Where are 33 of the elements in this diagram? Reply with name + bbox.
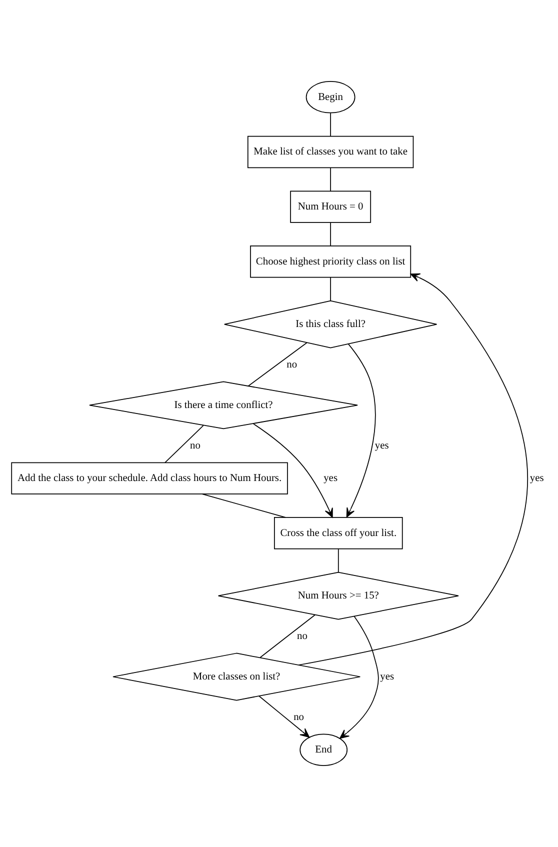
connector xyxy=(330,277,331,302)
node-box: Num Hours = 0 xyxy=(290,190,372,223)
node-box: Make list of classes you want to take xyxy=(247,136,414,168)
connector xyxy=(164,425,204,463)
node-diamond: More classes on list? xyxy=(112,652,361,701)
node-diamond: Is this class full? xyxy=(224,300,438,348)
node-diamond: Num Hours >= 15? xyxy=(218,572,459,620)
node-ellipse: End xyxy=(300,734,348,766)
arrow xyxy=(252,423,333,518)
connector xyxy=(260,614,316,658)
arrow xyxy=(298,273,528,666)
edge-label: no xyxy=(286,359,298,370)
edge-label: yes xyxy=(324,473,338,484)
edge-label: no xyxy=(294,712,304,723)
arrow xyxy=(339,616,379,739)
node-box: Cross the class off your list. xyxy=(274,517,403,550)
node-ellipse: Begin xyxy=(306,81,356,114)
edge-label: no xyxy=(297,630,308,642)
connector xyxy=(248,342,308,386)
connector xyxy=(338,548,339,573)
node-box: Add the class to your schedule. Add class hours to Num Hours. xyxy=(11,462,288,494)
edge-label: yes xyxy=(530,473,544,484)
arrow xyxy=(346,344,376,518)
edge-label: no xyxy=(190,440,200,452)
connector xyxy=(330,167,331,192)
edge-label: yes xyxy=(380,671,394,682)
edge-label: yes xyxy=(374,440,389,452)
arrow xyxy=(258,696,310,738)
connector xyxy=(202,494,286,518)
node-diamond: Is there a time conflict? xyxy=(89,381,358,430)
node-box: Choose highest priority class on list xyxy=(250,246,412,278)
connector xyxy=(330,222,331,246)
connector xyxy=(330,112,331,137)
